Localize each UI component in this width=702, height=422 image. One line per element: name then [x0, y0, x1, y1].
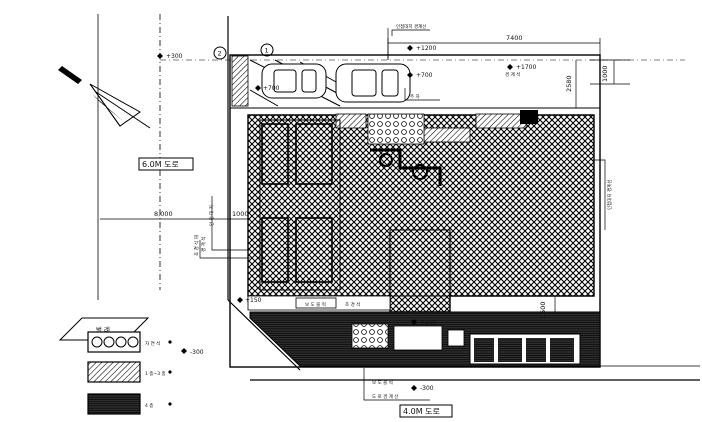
svg-text:+1200: +1200	[416, 45, 436, 52]
legend-swatch-floor-4	[87, 393, 141, 415]
legend-label-floor-4: 4 층	[145, 402, 153, 409]
leader-lines	[199, 29, 606, 401]
svg-text:+150: +150	[245, 297, 262, 304]
note-left-c: 조 경 식 재	[193, 235, 200, 256]
grid-marker-2: 2	[213, 46, 227, 60]
note-right-a: 경 계 석	[505, 71, 520, 78]
legend-title: 범 례	[96, 325, 110, 334]
landscape-strip	[249, 311, 601, 367]
dim-right-upper: 1000	[601, 65, 609, 82]
site-boundary	[229, 54, 601, 368]
road-label-south: 4.0M 도로	[399, 404, 453, 418]
note-south-a: 보 도 블 럭	[372, 379, 393, 386]
legend-swatch-floors-1-3	[87, 361, 141, 383]
road-name-west: 6.0M 도로	[142, 160, 179, 169]
note-south-b: 도 로 경 계 선	[372, 393, 398, 400]
level-marker: +1700	[507, 64, 536, 71]
dim-bottom-right: 1500	[539, 301, 547, 318]
svg-text:+700: +700	[263, 85, 280, 92]
level-marker: -300	[181, 348, 204, 356]
car-icon	[261, 63, 327, 99]
building-footprint	[247, 110, 595, 313]
level-marker: +150	[237, 297, 262, 304]
legend-label-floors-1-3: 1 층~3 층	[145, 370, 166, 377]
level-marker: +1200	[407, 45, 436, 52]
note-left-b: 경 계 석	[200, 237, 207, 252]
level-marker: +100	[411, 319, 437, 326]
svg-text:+100: +100	[420, 319, 437, 326]
svg-text:2: 2	[218, 50, 222, 58]
svg-text:+700: +700	[416, 72, 433, 79]
dim-left-short: 1000	[232, 210, 249, 218]
level-marker: +700	[255, 85, 280, 92]
svg-text:-300: -300	[420, 385, 434, 392]
svg-text:+1700: +1700	[516, 64, 536, 71]
road-label-west: 6.0M 도로	[138, 157, 194, 171]
level-marker: +700	[407, 72, 433, 79]
level-marker: -300	[411, 385, 434, 392]
note-top: 인접대지 경계선	[396, 23, 426, 30]
note-bottom-b: 조 경 석	[345, 301, 360, 308]
dim-top-width: 7400	[506, 34, 523, 42]
road-name-south: 4.0M 도로	[403, 407, 440, 416]
grid-marker-1: 1	[260, 43, 274, 57]
north-arrow-icon	[58, 66, 151, 129]
svg-text:-300: -300	[190, 349, 204, 356]
svg-text:1: 1	[265, 47, 269, 55]
legend: 범 례 자 연 석 1 층~3 층 4 층	[58, 317, 172, 415]
car-icon	[335, 63, 411, 103]
dim-left-length: 8,000	[154, 210, 173, 218]
note-parking: 주 차	[410, 93, 421, 100]
legend-label-stone: 자 연 석	[145, 340, 160, 347]
note-bottom-a: 보 도 블 럭	[305, 301, 326, 308]
note-right-b: 인접대지 경계선	[606, 180, 613, 210]
dimension-lines	[387, 28, 630, 312]
note-left-a: 인 접 대 지	[208, 205, 215, 226]
svg-text:+300: +300	[166, 53, 183, 60]
dim-right-mid: 2580	[565, 75, 573, 92]
level-marker: +300	[157, 53, 183, 60]
bottom-strip	[247, 295, 391, 311]
